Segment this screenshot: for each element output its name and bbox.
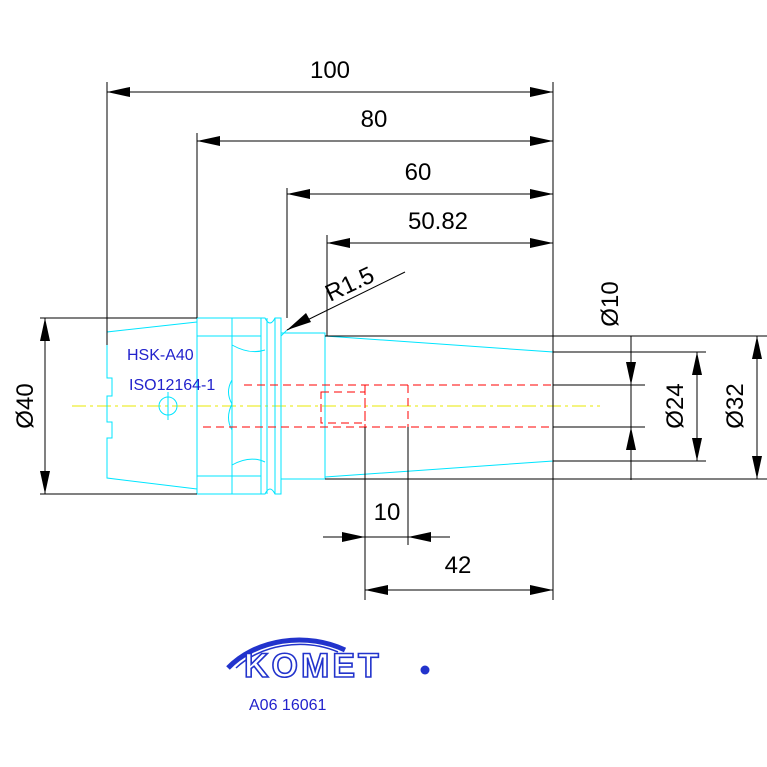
set-screw bbox=[320, 391, 366, 424]
hsk-shank bbox=[106, 321, 198, 490]
hidden-lines bbox=[203, 384, 553, 428]
dim-flange-to-end: 80 bbox=[361, 106, 388, 133]
dim-dia-nose: Ø24 bbox=[662, 383, 689, 428]
dimension-lines bbox=[40, 87, 762, 595]
dim-dia-bore: Ø10 bbox=[597, 281, 624, 326]
dim-dia-body: Ø32 bbox=[722, 383, 749, 428]
dim-bore-depth: 42 bbox=[445, 552, 472, 579]
komet-logo: KOMET A06 16061 bbox=[226, 637, 430, 714]
part-number: A06 16061 bbox=[249, 697, 327, 714]
logo-brand: KOMET bbox=[244, 647, 382, 685]
dim-overall-length: 100 bbox=[310, 57, 350, 84]
logo-arc bbox=[226, 637, 347, 670]
extension-lines bbox=[40, 82, 767, 600]
dim-screw-length: 10 bbox=[374, 499, 401, 526]
body bbox=[280, 332, 326, 480]
dim-body-length: 60 bbox=[405, 159, 432, 186]
dim-taper-length: 50.82 bbox=[408, 208, 468, 235]
dim-radius: R1.5 bbox=[321, 262, 378, 308]
logo-dot bbox=[420, 665, 430, 675]
label-standard: ISO12164-1 bbox=[129, 377, 215, 394]
tool-outline bbox=[106, 317, 554, 495]
label-interface: HSK-A40 bbox=[127, 347, 194, 364]
dim-dia-flange: Ø40 bbox=[12, 383, 39, 428]
